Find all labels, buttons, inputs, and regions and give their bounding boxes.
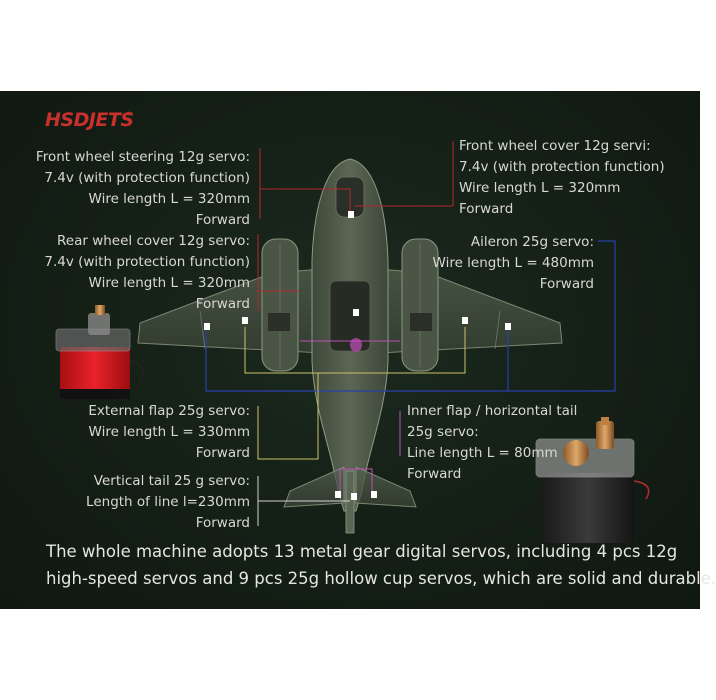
label-inner-flap: Inner flap / horizontal tail 25g servo: … (407, 403, 578, 482)
tail-section (283, 466, 417, 534)
red-servo-image (55, 305, 144, 399)
label-aileron: Aileron 25g servo: Wire length L = 480mm… (432, 234, 594, 292)
engine-nacelles (261, 238, 439, 372)
diagram-panel: HSDJETS ® Front wheel steering 12g servo… (0, 91, 716, 609)
brand-logo: HSDJETS (45, 109, 134, 131)
label-vertical-tail: Vertical tail 25 g servo: Length of line… (86, 473, 250, 531)
black-servo-image (535, 417, 650, 543)
label-rear-wheel-cover: Rear wheel cover 12g servo: 7.4v (with p… (44, 233, 250, 312)
registered-mark: ® (126, 111, 132, 118)
footer-line-1: The whole machine adopts 13 metal gear d… (46, 542, 678, 561)
fuselage (311, 158, 389, 512)
servo-markers (204, 211, 511, 500)
lead-lines (205, 141, 616, 526)
label-external-flap: External flap 25g servo: Wire length L =… (88, 403, 250, 461)
label-front-wheel-cover: Front wheel cover 12g servi: 7.4v (with … (459, 138, 665, 217)
aircraft-servo-diagram (55, 141, 650, 543)
label-front-wheel-steering: Front wheel steering 12g servo: 7.4v (wi… (35, 149, 250, 228)
footer-line-2: high-speed servos and 9 pcs 25g hollow c… (46, 569, 716, 588)
